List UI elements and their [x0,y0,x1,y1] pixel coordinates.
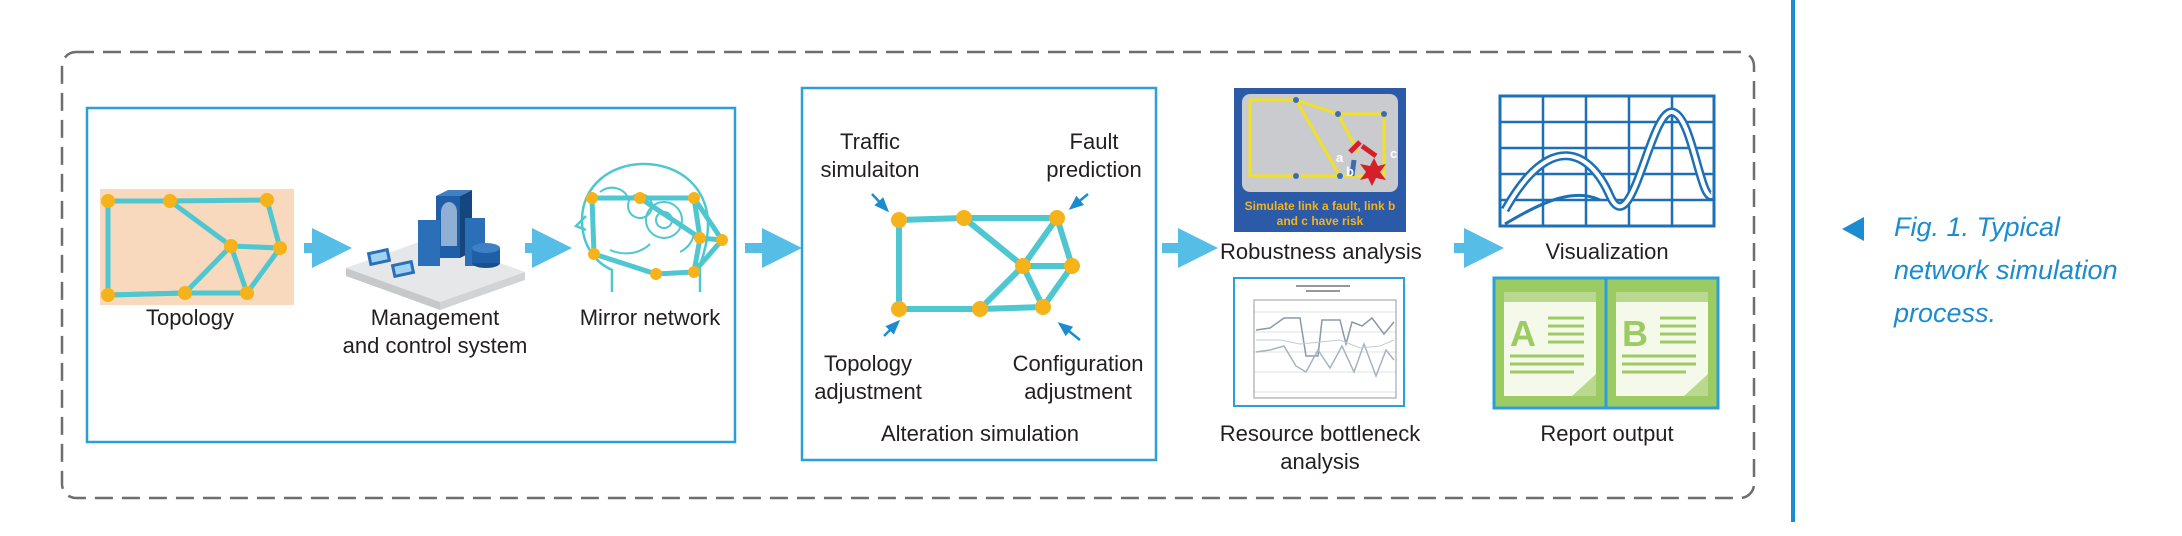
link-label-a: a [1336,150,1344,165]
robustness-analysis-screen: a b c Simulate link a fault, link b and … [1234,88,1406,232]
bottleneck-label-line1: Resource bottleneck [1219,421,1421,446]
link-label-b: b [1346,164,1354,179]
report-page-b: B [1616,292,1708,396]
management-label: Management and control system [330,304,540,360]
report-output-label: Report output [1540,421,1674,446]
traffic-label-line2: simulaiton [820,157,920,182]
fault-label-line2: prediction [1046,157,1142,182]
side-rule [1791,0,1795,522]
configuration-adjustment-label: Configuration adjustment [1000,350,1156,406]
management-label-line1: Management [370,305,500,330]
robustness-screen-text-line2: and c have risk [1277,214,1364,228]
report-letter-a: A [1510,313,1536,354]
alteration-network-graph [871,193,1089,341]
bottleneck-label-line2: analysis [1280,449,1360,474]
topology-adj-line2: adjustment [814,379,922,404]
link-label-c: c [1390,146,1397,161]
robustness-screen-text-line1: Simulate link a fault, link b [1245,199,1396,213]
caption-marker-icon [1842,217,1864,241]
fault-label-line1: Fault [1069,129,1119,154]
resource-bottleneck-label: Resource bottleneck analysis [1210,420,1430,476]
visualization-label: Visualization [1545,239,1669,264]
mirror-network-illustration [573,162,728,292]
topology-adj-line1: Topology [823,351,913,376]
traffic-label-line1: Traffic [840,129,900,154]
robustness-analysis-label: Robustness analysis [1220,239,1422,264]
topology-graph [100,189,294,305]
config-adj-line2: adjustment [1024,379,1132,404]
topology-label: Topology [145,305,235,330]
config-adj-line1: Configuration [1012,351,1144,376]
management-system-illustration [346,190,525,310]
topology-adjustment-label: Topology adjustment [808,350,928,406]
process-outer-dashed-frame [60,50,1756,500]
alteration-simulation-title: Alteration simulation [880,421,1080,446]
input-stage-box [85,106,737,444]
resource-bottleneck-chart-thumbnail [1233,277,1405,407]
management-label-line2: and control system [342,333,528,358]
alteration-simulation-box [800,86,1158,462]
report-output-icon: A B [1492,276,1720,410]
figure-caption: Fig. 1. Typical network simulation proce… [1894,212,2118,328]
visualization-chart-icon [1498,94,1716,228]
mirror-network-label: Mirror network [579,305,721,330]
report-page-a: A [1504,292,1596,396]
traffic-simulation-label: Traffic simulaiton [810,128,930,184]
fault-prediction-label: Fault prediction [1036,128,1152,184]
report-letter-b: B [1622,313,1648,354]
